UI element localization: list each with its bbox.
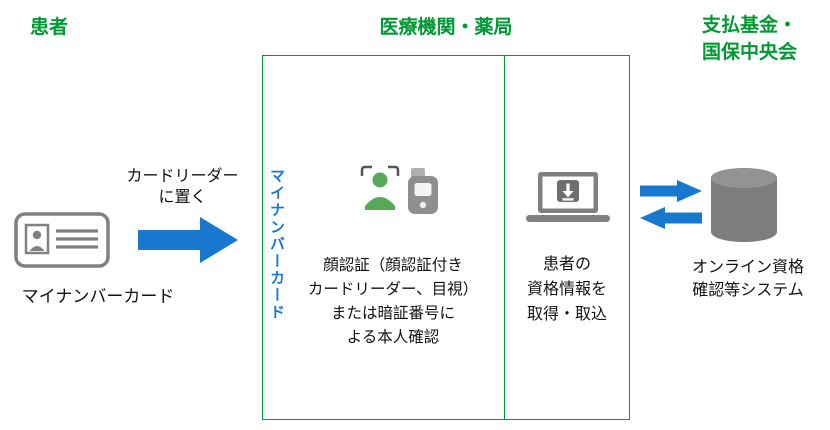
header-clinic: 医療機関・薬局	[379, 17, 513, 38]
header-patient: 患者	[30, 17, 69, 38]
database-cylinder-icon	[708, 166, 780, 244]
verification-box	[262, 55, 505, 420]
online-system-label: オンライン資格 確認等システム	[691, 259, 804, 299]
acquire-info-text: 患者の 資格情報を 取得・取込	[526, 256, 607, 323]
card-reader-icon	[408, 168, 438, 214]
arrow-left-icon	[640, 207, 702, 229]
vertical-card-label: マイナンバーカード	[268, 168, 285, 321]
auth-method-text: 顔認証（顔認証付き カードリーダー、目視） または暗証番号に よる本人確認	[307, 257, 479, 346]
arrow-right-icon	[640, 180, 702, 202]
laptop-download-icon	[522, 170, 614, 224]
header-payer: 支払基金・ 国保中央会	[701, 15, 797, 63]
mynumber-card-label: マイナンバーカード	[21, 287, 175, 306]
acquire-box	[504, 55, 630, 420]
face-recognition-icon	[358, 164, 450, 218]
arrow-caption: カードリーダー に置く	[126, 168, 239, 206]
mynumber-card-icon	[14, 212, 110, 268]
arrow-right-big-icon	[138, 217, 238, 263]
